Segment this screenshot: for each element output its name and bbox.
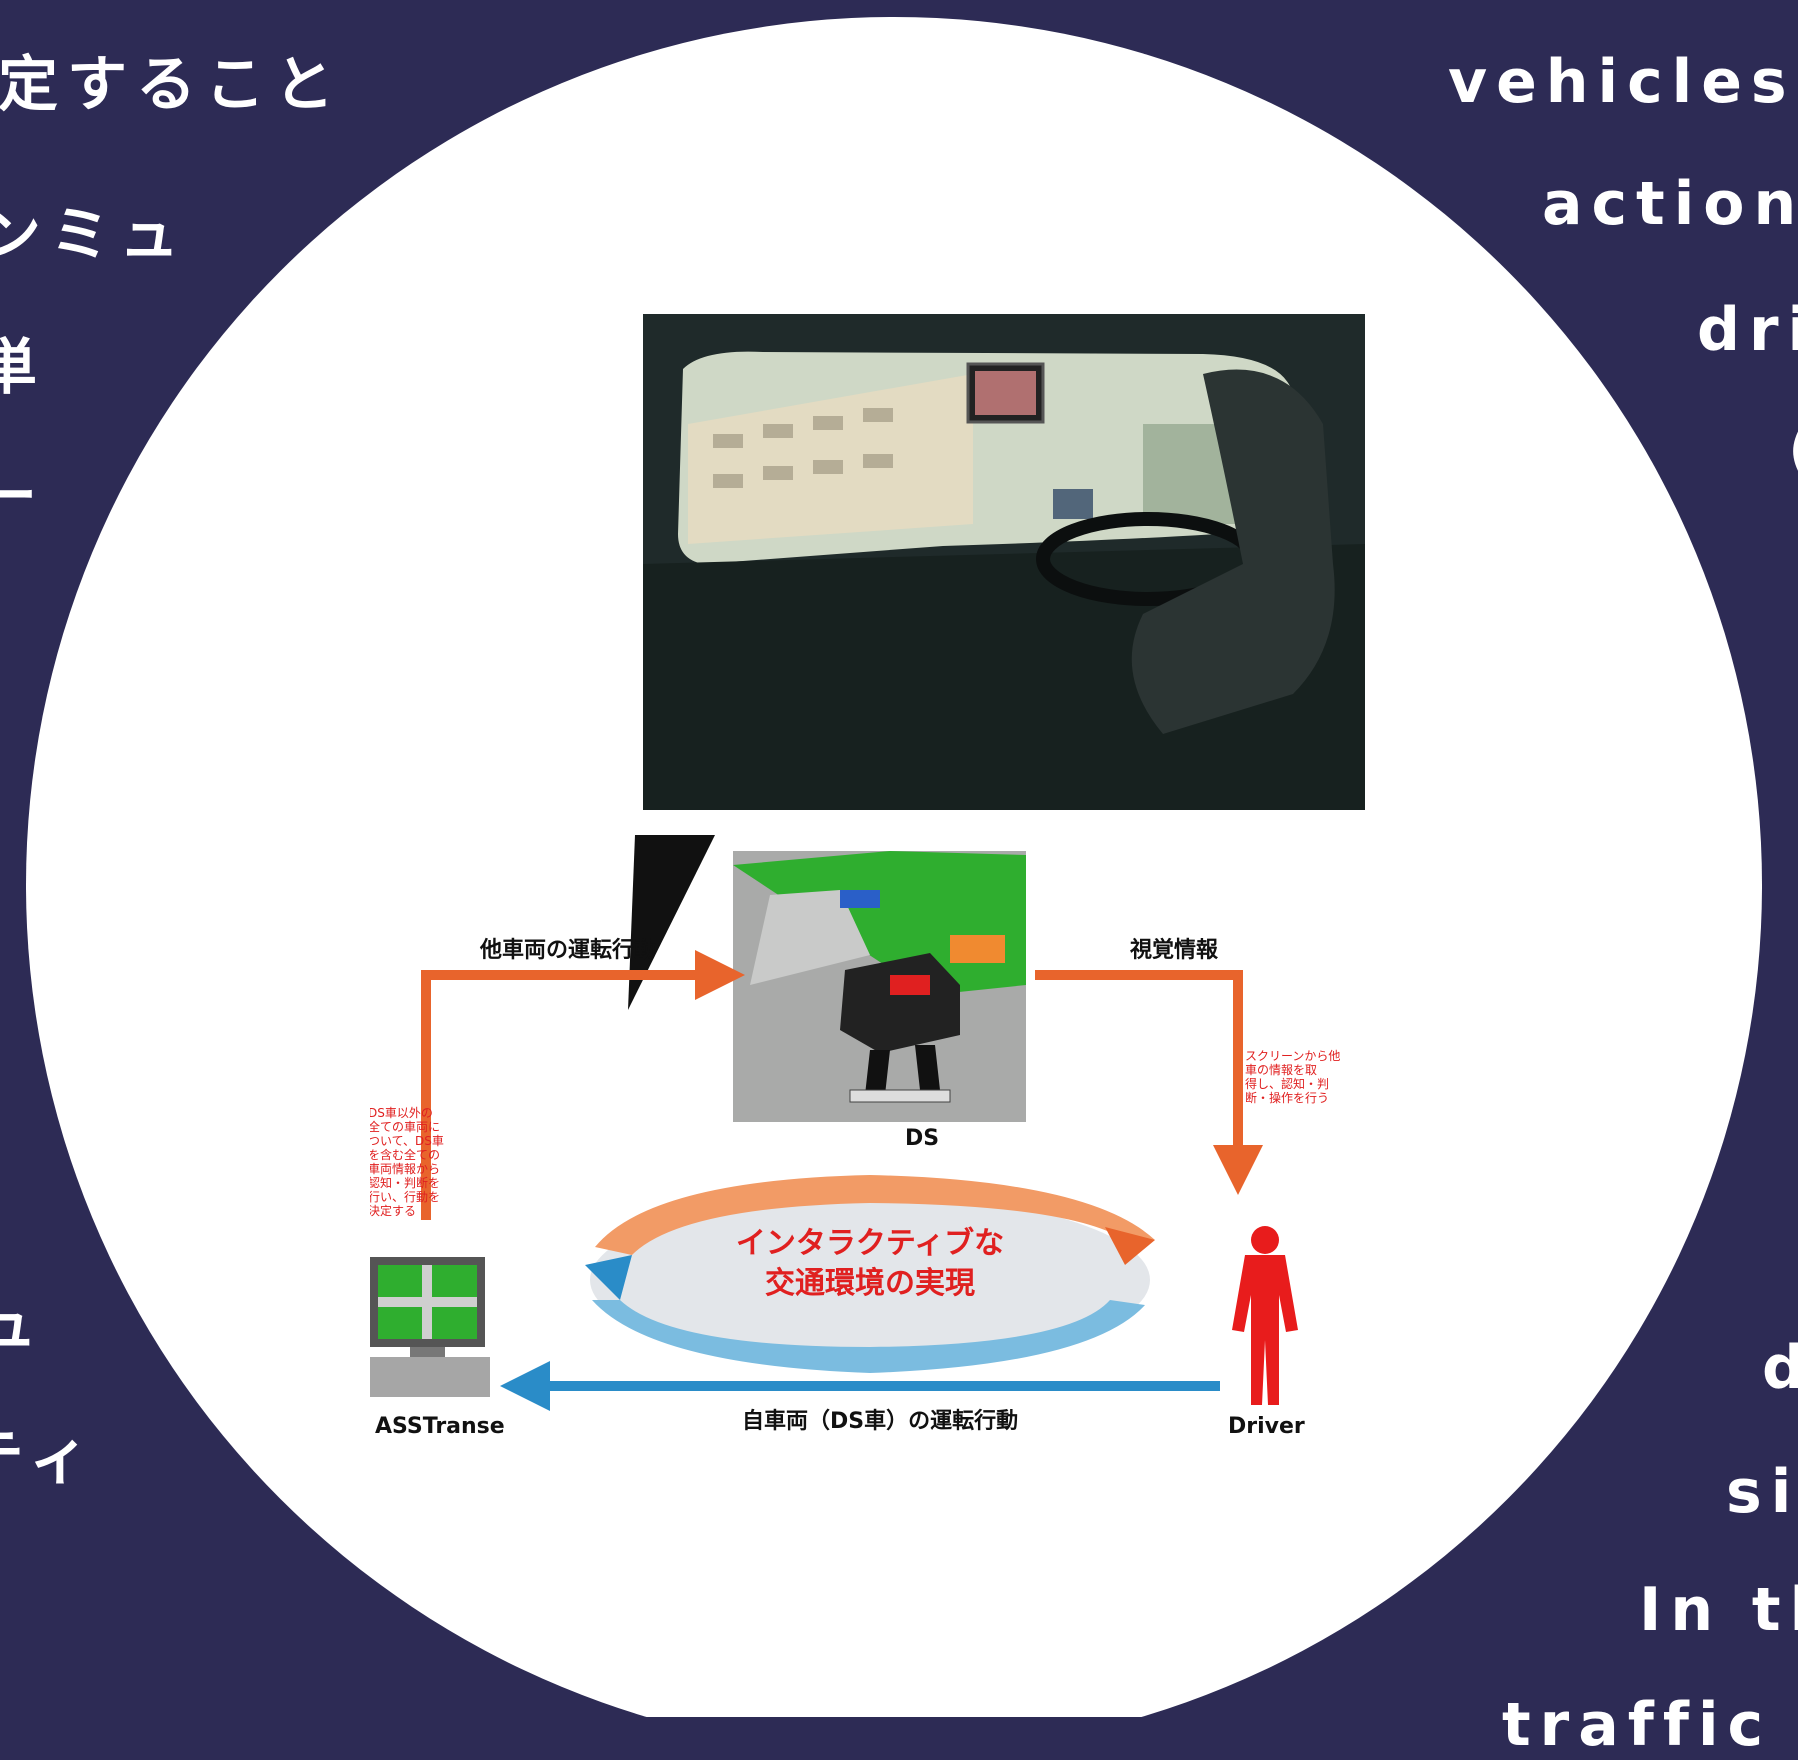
label-other-vehicle-behavior: 他車両の運転行動 (479, 937, 656, 963)
right-text-line-8: traffic e (1502, 1690, 1798, 1760)
right-text-line-2: action (1542, 169, 1798, 239)
right-text-line-7: In th (1639, 1575, 1798, 1645)
left-note-line: 車両情報から (370, 1162, 440, 1176)
computer-base (370, 1357, 490, 1397)
cycle-title-line-1: インタラクティブな (736, 1226, 1004, 1261)
building-windows (713, 408, 893, 488)
left-note-line: 行い、行動を (370, 1190, 440, 1204)
ds-seat (890, 975, 930, 995)
human-figure-icon (1232, 1226, 1298, 1405)
cycle-orange-head (1105, 1227, 1155, 1265)
left-note-line: を含む全ての (370, 1147, 440, 1162)
right-note-line: スクリーンから他 (1245, 1049, 1340, 1063)
cycle-blue-arc (592, 1300, 1145, 1373)
car-ahead (1053, 489, 1093, 519)
right-text-line-3: dri (1697, 295, 1798, 365)
cycle-blue-head (585, 1255, 632, 1300)
computer-stand (410, 1347, 445, 1357)
right-note-line: 車の情報を取 (1245, 1063, 1317, 1077)
right-text-line-4: ( (1788, 420, 1798, 480)
left-note-line: 全ての車両に (370, 1119, 440, 1134)
cycle-title-line-2: 交通環境の実現 (765, 1266, 975, 1301)
right-text-line-1: vehicles (1448, 47, 1796, 117)
ds-road (750, 890, 870, 985)
computer-screen-roads (378, 1265, 477, 1339)
ds-blue-car (840, 890, 880, 908)
label-visual-info: 視覚情報 (1130, 937, 1219, 963)
left-note-line: DS車以外の (370, 1106, 433, 1120)
interaction-diagram: DS 他車両の運転行動 視覚情報 スクリーンから他 車の情報を取 得し、認知・判… (370, 835, 1340, 1439)
label-own-vehicle-behavior: 自車両（DS車）の運転行動 (742, 1408, 1018, 1434)
arrow-visual-info (1035, 970, 1263, 1195)
driver-body (1232, 1255, 1298, 1405)
right-text-line-6: sir (1726, 1457, 1798, 1527)
ds-legs (865, 1045, 940, 1095)
ds-cockpit (840, 953, 960, 1053)
cycle-orange-arc (595, 1175, 1155, 1255)
left-note-line: 決定する (370, 1203, 416, 1218)
driver-label: Driver (1228, 1414, 1305, 1439)
ds-orange-car (950, 935, 1005, 963)
driver-head (1251, 1226, 1279, 1254)
photo-pointer-wedge (628, 835, 715, 1010)
left-note-line: 認知・判断を (370, 1175, 440, 1190)
driving-simulator-icon (733, 851, 1026, 1122)
left-text-line-1: 定すること (0, 50, 343, 120)
left-note: DS車以外の 全ての車両に ついて、DS車 を含む全ての 車両情報から 認知・判… (370, 1106, 444, 1218)
right-note-line: 断・操作を行う (1245, 1090, 1329, 1105)
left-text-line-3: 単 (0, 333, 46, 403)
left-text-line-4: ー (0, 462, 46, 532)
right-note: スクリーンから他 車の情報を取 得し、認知・判 断・操作を行う (1245, 1049, 1340, 1105)
left-note-line: ついて、DS車 (370, 1134, 444, 1148)
left-text-line-5: ュ (0, 1290, 46, 1360)
cycle-shadow (590, 1195, 1150, 1365)
computer-monitor-icon (370, 1257, 490, 1397)
asstranse-label: ASSTranse (375, 1414, 505, 1439)
arrow-other-vehicles (421, 950, 745, 1220)
right-note-line: 得し、認知・判 (1245, 1076, 1329, 1091)
driver-cockpit-photo (643, 314, 1365, 810)
left-text-line-2: ンミュ (0, 200, 188, 270)
building-left (688, 374, 973, 544)
right-text-line-5: d (1762, 1333, 1798, 1403)
ds-base (849, 1089, 951, 1103)
driver-silhouette (1131, 369, 1335, 734)
interactive-cycle (585, 1175, 1155, 1373)
ds-label: DS (905, 1126, 939, 1151)
left-text-line-6: ティ (0, 1423, 98, 1493)
rearview-screen (975, 371, 1036, 415)
